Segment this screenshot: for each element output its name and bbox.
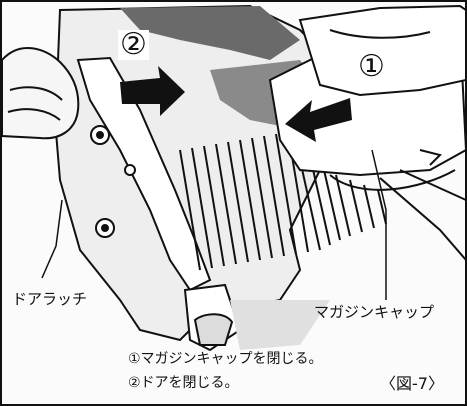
right-hand [298, 4, 467, 97]
label-door-latch: ドアラッチ [12, 290, 88, 308]
left-hand [0, 46, 80, 140]
label-magazine-cap: マガジンキャップ [314, 303, 435, 321]
arrow-two [120, 66, 185, 116]
ground-shadow [230, 300, 330, 350]
leader-lines [41, 149, 387, 300]
arrow-one [285, 98, 352, 142]
instruction-step-2: ②ドアを閉じる。 [126, 375, 241, 391]
nozzle [183, 283, 242, 352]
callout-one: ① [356, 49, 387, 84]
instruction-step-1: ①マガジンキャップを閉じる。 [126, 351, 325, 367]
callout-two: ② [118, 27, 149, 62]
figure-reference: 〈図-7〉 [378, 374, 446, 393]
